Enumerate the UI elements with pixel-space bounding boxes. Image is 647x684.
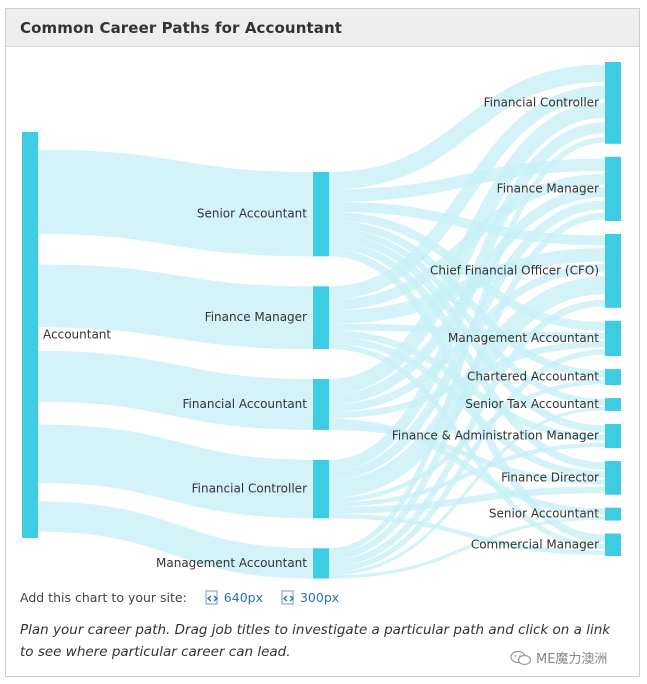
sankey-node-label-sta: Senior Tax Accountant: [465, 397, 599, 411]
sankey-node-label-fc1: Financial Controller: [192, 482, 307, 496]
panel-title: Common Career Paths for Accountant: [20, 19, 343, 37]
sankey-node-label-cfo: Chief Financial Officer (CFO): [430, 263, 599, 277]
embed-300-link[interactable]: 300px: [281, 590, 339, 605]
embed-640-label[interactable]: 640px: [223, 590, 263, 605]
sankey-node-label-fa1: Financial Accountant: [183, 397, 308, 411]
sankey-links: [37, 64, 606, 579]
sankey-node-label-acc: Accountant: [43, 327, 111, 341]
sankey-link-acc-fm1[interactable]: [37, 264, 314, 350]
sankey-node-acc[interactable]: [22, 132, 38, 538]
sankey-node-fm1[interactable]: [313, 286, 329, 350]
panel-header: Common Career Paths for Accountant: [6, 9, 639, 47]
sankey-node-fd2[interactable]: [605, 461, 621, 495]
help-text: Plan your career path. Drag job titles t…: [20, 622, 611, 660]
sankey-link-acc-ma1[interactable]: [37, 501, 314, 579]
embed-label: Add this chart to your site:: [20, 590, 187, 605]
sankey-link-acc-sa1[interactable]: [37, 149, 314, 257]
sankey-node-ma2[interactable]: [605, 320, 621, 357]
sankey-link-fa1-sa2[interactable]: [328, 418, 606, 515]
sankey-link-fm1-cm2[interactable]: [328, 343, 606, 550]
sankey-node-fam[interactable]: [605, 423, 621, 449]
wechat-icon: [510, 650, 532, 665]
sankey-link-acc-fc1[interactable]: [37, 424, 314, 519]
sankey-node-label-ca2: Chartered Accountant: [467, 370, 599, 384]
sankey-node-label-fm2: Finance Manager: [497, 181, 599, 195]
sankey-link-ma1-fm2[interactable]: [328, 212, 606, 561]
sankey-link-ma1-sta[interactable]: [328, 406, 606, 576]
sankey-node-label-ma1: Management Accountant: [156, 556, 307, 570]
sankey-link-fc1-fc2[interactable]: [328, 122, 606, 472]
embed-300-label[interactable]: 300px: [299, 590, 340, 605]
sankey-link-fm1-fd2[interactable]: [328, 337, 606, 478]
sankey-node-fc2[interactable]: [605, 62, 621, 144]
sankey-link-fa1-fc2[interactable]: [328, 102, 606, 395]
sankey-link-acc-fa1[interactable]: [37, 350, 314, 430]
sankey-node-fm2[interactable]: [605, 156, 621, 221]
sankey-link-ma1-cfo[interactable]: [328, 299, 606, 567]
sankey-node-sa1[interactable]: [313, 172, 329, 257]
sankey-node-ma1[interactable]: [313, 548, 329, 579]
embed-code-icon: [205, 590, 218, 605]
sankey-link-sa1-cfo[interactable]: [328, 201, 606, 246]
sankey-node-label-ma2: Management Accountant: [448, 331, 599, 345]
sankey-link-fa1-fd2[interactable]: [328, 424, 606, 485]
sankey-link-fm1-fc2[interactable]: [328, 85, 606, 300]
embed-row: Add this chart to your site: 640px 300px: [20, 590, 339, 605]
sankey-link-fc1-ca2[interactable]: [328, 379, 606, 503]
sankey-node-label-sa1: Senior Accountant: [197, 207, 307, 221]
embed-code-icon: [281, 590, 295, 605]
sankey-node-label-fc2: Financial Controller: [484, 95, 599, 109]
embed-640-link[interactable]: 640px: [205, 590, 267, 605]
sankey-node-cm2[interactable]: [605, 533, 621, 556]
sankey-link-sa1-sta[interactable]: [328, 227, 606, 406]
sankey-node-label-sa2: Senior Accountant: [489, 507, 599, 521]
sankey-link-ma1-fc2[interactable]: [328, 137, 606, 554]
sankey-node-fc1[interactable]: [313, 459, 329, 519]
sankey-link-fc1-cm2[interactable]: [328, 513, 606, 556]
sankey-node-fa1[interactable]: [313, 379, 329, 430]
watermark: ME魔力澳洲: [510, 648, 607, 667]
sankey-node-cfo[interactable]: [605, 233, 621, 308]
watermark-text: ME魔力澳洲: [536, 652, 608, 667]
sankey-link-ma1-sa2[interactable]: [328, 516, 606, 579]
sankey-node-sta[interactable]: [605, 398, 621, 411]
sankey-node-label-fam: Finance & Administration Manager: [392, 428, 599, 442]
sankey-link-ma1-ma2[interactable]: [328, 349, 606, 573]
sankey-node-label-cm2: Commercial Manager: [471, 537, 599, 551]
sankey-node-ca2[interactable]: [605, 369, 621, 386]
sankey-link-fc1-fam[interactable]: [328, 442, 606, 508]
sankey-link-sa1-fc2[interactable]: [328, 64, 606, 190]
sankey-link-sa1-fd2[interactable]: [328, 241, 606, 470]
sankey-node-label-fd2: Finance Director: [501, 470, 599, 484]
sankey-node-sa2[interactable]: [605, 507, 621, 521]
sankey-link-fc1-fd2[interactable]: [328, 486, 606, 514]
sankey-node-label-fm1: Finance Manager: [205, 310, 307, 324]
sankey-link-sa1-ma2[interactable]: [328, 211, 606, 331]
sankey-link-sa1-fm2[interactable]: [328, 158, 606, 202]
